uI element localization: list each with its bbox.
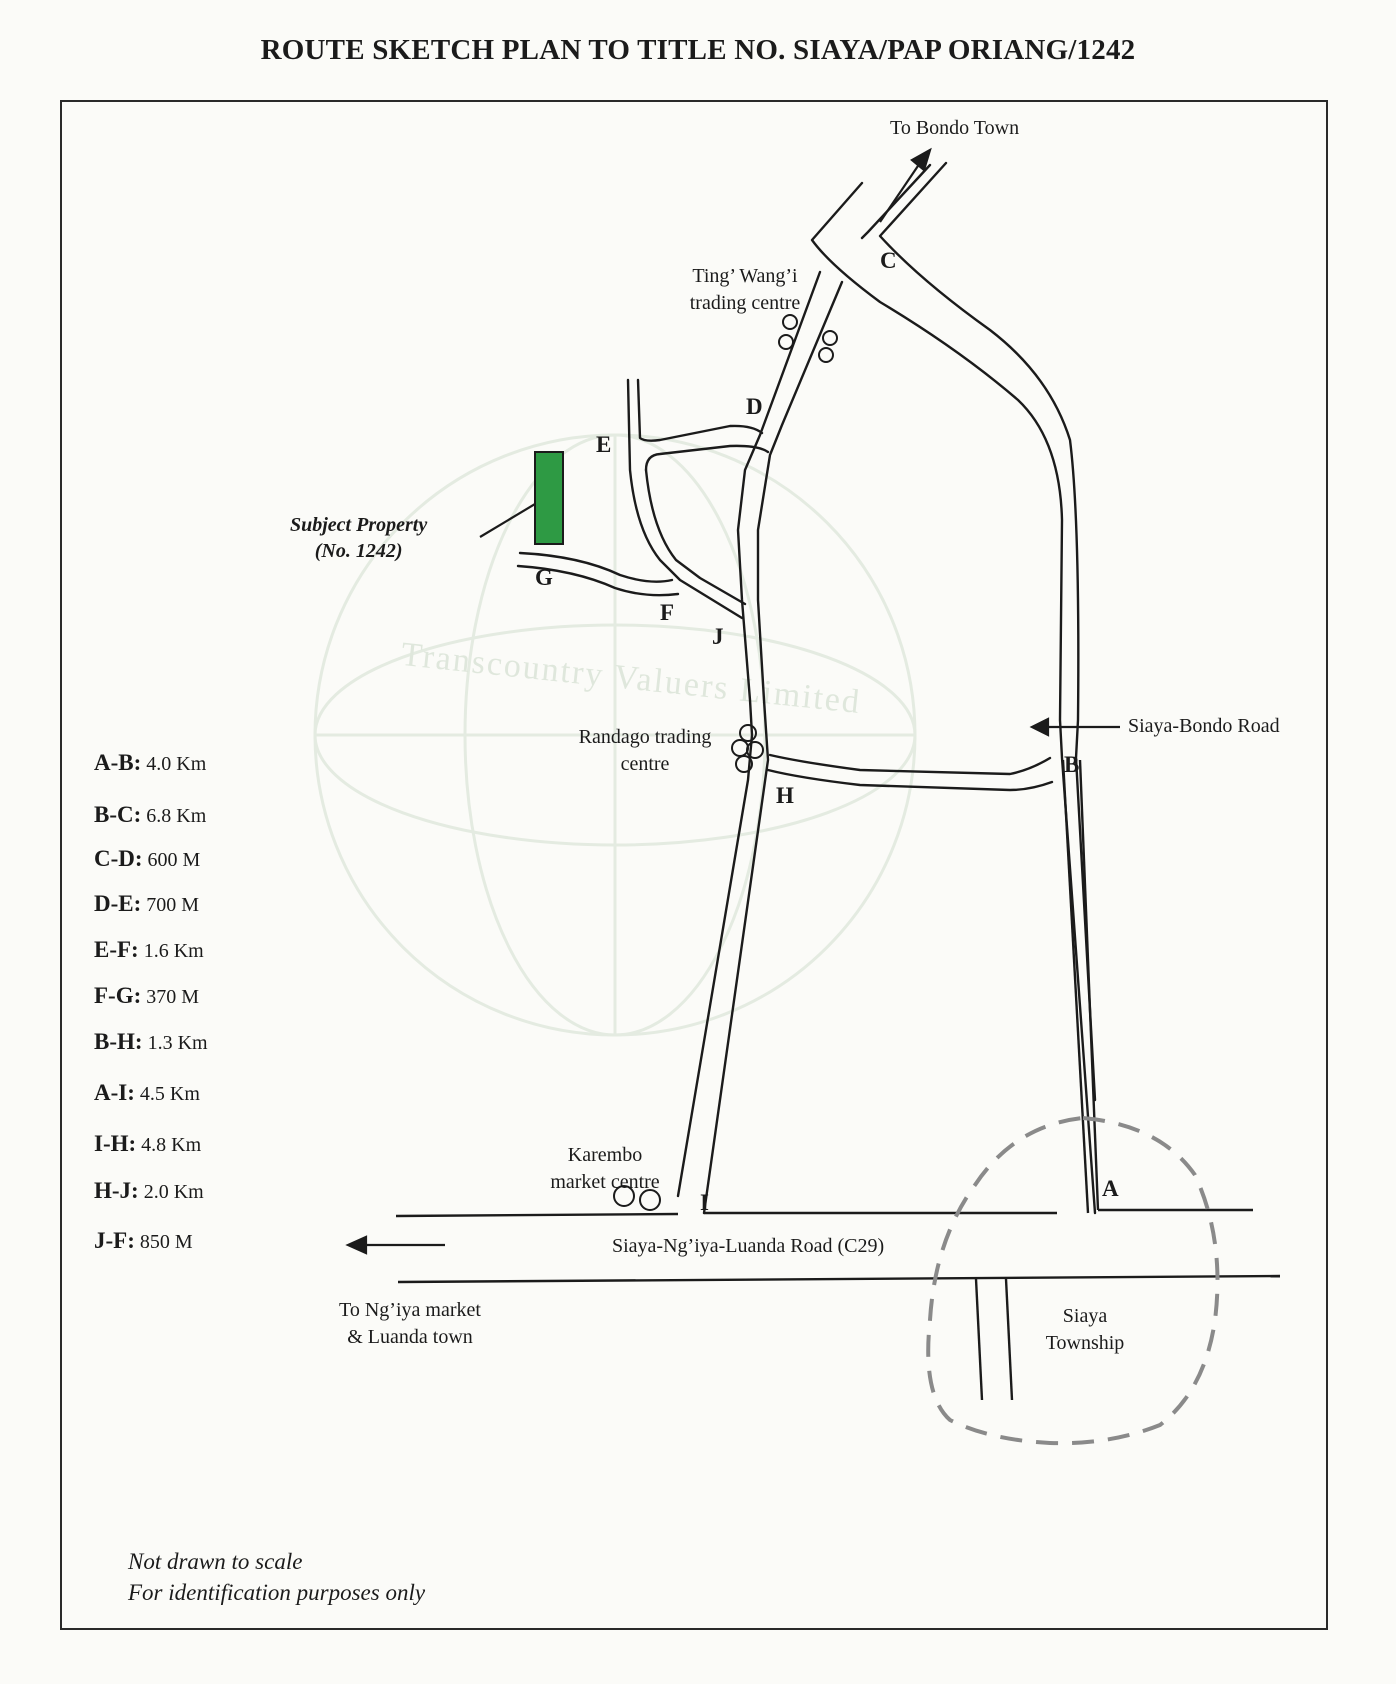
map-frame [60, 100, 1328, 1630]
ting-wangi-marker-2 [778, 334, 794, 350]
road-c29-upper-west [395, 1212, 679, 1218]
road-west-inner [702, 280, 844, 1215]
point-g: G [535, 565, 553, 590]
road-e-j-inner [644, 468, 747, 606]
randago-marker-3 [746, 741, 764, 759]
legend-row: E-F: 1.6 Km [94, 937, 204, 962]
point-d: D [746, 394, 763, 419]
township-boundary [926, 1115, 1220, 1446]
label-siaya-township: Siaya Township [1030, 1303, 1140, 1357]
legend-row: I-H: 4.8 Km [94, 1131, 202, 1156]
road-h-b-upper [768, 753, 1052, 776]
road-bondo-c [860, 163, 932, 240]
label-ting-wangi: Ting’ Wang’i trading centre [670, 263, 820, 317]
arrow-head-bondo [910, 147, 932, 172]
label-to-bondo: To Bondo Town [890, 117, 1020, 139]
point-h: H [776, 783, 794, 808]
label-subject-line2: (No. 1242) [314, 540, 403, 562]
legend-row: C-D: 600 M [94, 846, 201, 871]
point-a: A [1102, 1176, 1119, 1201]
road-c29-lower [397, 1274, 1281, 1284]
label-randago-line2: centre [620, 753, 670, 775]
road-h-b-lower [766, 768, 1054, 792]
point-j: J [712, 624, 724, 649]
arrow-head-siaya-bondo [1029, 717, 1050, 737]
randago-marker-1 [739, 724, 757, 742]
note-not-to-scale: Not drawn to scale [128, 1549, 303, 1574]
randago-marker-2 [731, 739, 749, 757]
road-a-inner [1061, 759, 1090, 1214]
label-to-ngiya-line2: & Luanda town [347, 1326, 473, 1348]
label-karembo: Karembo market centre [530, 1142, 680, 1196]
label-ting-wangi-line2: trading centre [689, 292, 801, 314]
label-karembo-line1: Karembo [567, 1144, 643, 1166]
legend-row: A-B: 4.0 Km [94, 750, 207, 775]
arrow-head-west [345, 1235, 368, 1255]
map-note: Not drawn to scale For identification pu… [128, 1546, 425, 1608]
label-township-line2: Township [1045, 1332, 1125, 1354]
road-d-e-lower [644, 444, 770, 472]
legend-row: D-E: 700 M [94, 891, 200, 916]
label-siaya-bondo-road: Siaya-Bondo Road [1128, 715, 1280, 737]
subject-property-parcel [534, 451, 564, 545]
road-township-west [974, 1278, 984, 1401]
road-f-g-lower [516, 564, 680, 597]
karembo-marker-2 [639, 1189, 661, 1211]
point-e: E [596, 432, 612, 457]
ting-wangi-marker-1 [782, 314, 798, 330]
road-siaya-bondo-outer [810, 181, 1097, 1215]
label-to-ngiya: To Ng’iya market & Luanda town [325, 1297, 495, 1351]
label-ting-wangi-line1: Ting’ Wang’i [692, 265, 798, 287]
legend-row: J-F: 850 M [94, 1228, 193, 1253]
label-township-line1: Siaya [1062, 1305, 1108, 1327]
road-e-j-outer [626, 378, 744, 620]
arrow-to-bondo [879, 159, 923, 223]
point-i: I [700, 1190, 709, 1215]
randago-marker-4 [735, 755, 753, 773]
legend-row: F-G: 370 M [94, 983, 200, 1008]
point-c: C [880, 248, 897, 273]
road-a-outer [1078, 759, 1100, 1211]
road-d-e-upper [636, 378, 764, 442]
note-identification: For identification purposes only [128, 1580, 426, 1605]
label-c29-road: Siaya-Ng’iya-Luanda Road (C29) [612, 1235, 885, 1257]
legend-row: A-I: 4.5 Km [94, 1080, 200, 1105]
label-karembo-line2: market centre [550, 1171, 660, 1193]
ting-wangi-marker-3 [822, 330, 838, 346]
label-subject-line1: Subject Property [290, 514, 428, 536]
road-township-east [1004, 1278, 1014, 1401]
road-siaya-bondo-inner [878, 161, 1097, 1102]
point-f: F [660, 600, 675, 625]
legend-row: B-H: 1.3 Km [94, 1029, 208, 1054]
ting-wangi-marker-4 [818, 347, 834, 363]
point-b: B [1064, 752, 1080, 777]
legend-row: H-J: 2.0 Km [94, 1178, 204, 1203]
label-randago: Randago trading centre [560, 724, 730, 778]
legend-row: B-C: 6.8 Km [94, 802, 207, 827]
label-randago-line1: Randago trading [578, 726, 712, 748]
karembo-marker-1 [613, 1185, 635, 1207]
label-subject-property: Subject Property (No. 1242) [290, 512, 427, 564]
road-f-g-upper [518, 551, 674, 583]
map-title: ROUTE SKETCH PLAN TO TITLE NO. SIAYA/PAP… [260, 34, 1136, 66]
label-to-ngiya-line1: To Ng’iya market [339, 1299, 481, 1321]
